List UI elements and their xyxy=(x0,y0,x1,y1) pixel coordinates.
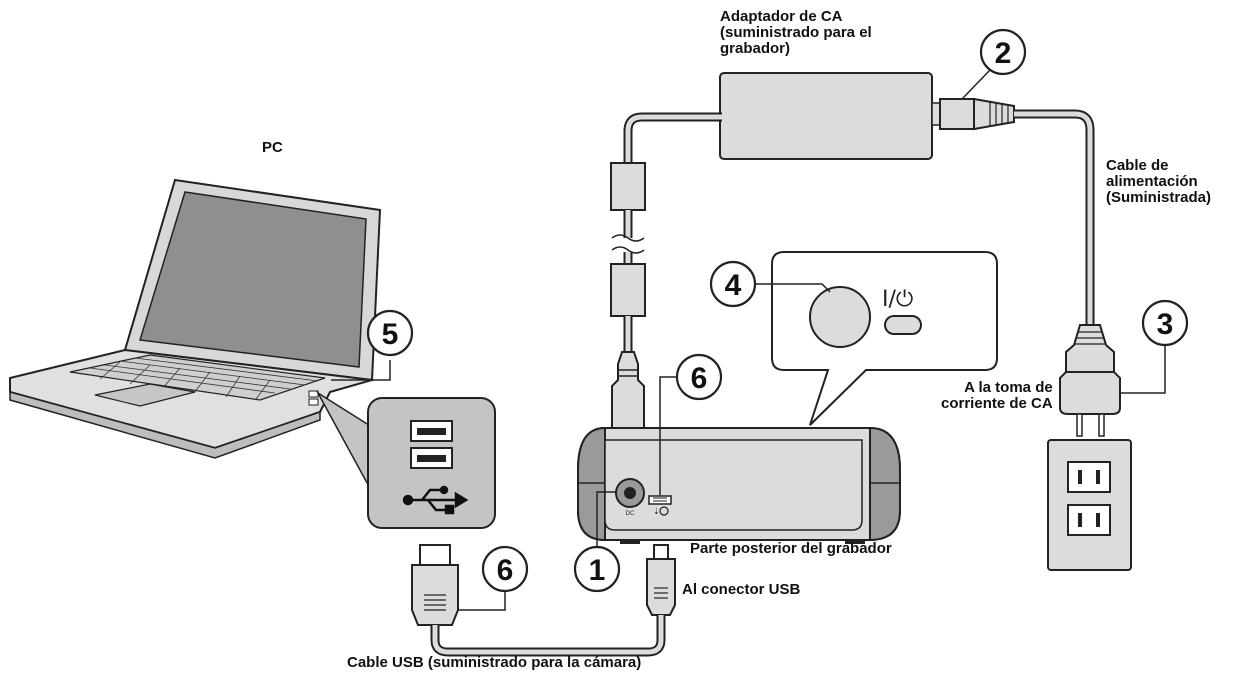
label-ac-adapter: Adaptador de CA (suministrado para el gr… xyxy=(720,9,872,57)
callout-6-top: 6 xyxy=(659,353,723,495)
zoom-wedge xyxy=(315,390,373,493)
label-ac-adapter-line-1: Adaptador de CA xyxy=(720,8,843,25)
label-outlet-line-2: corriente de CA xyxy=(941,395,1053,412)
label-power-cable-line-2: alimentación xyxy=(1106,173,1198,190)
usb-mini-icon: ⇣ xyxy=(653,507,660,516)
dc-cable xyxy=(610,112,722,465)
usb-cable xyxy=(411,544,676,657)
label-power-cable-line-3: (Suministrada) xyxy=(1106,189,1212,206)
callout-1: 1 xyxy=(573,491,621,593)
dc-port-label: DC xyxy=(626,511,635,517)
recorder: DC ⇣ xyxy=(577,426,901,544)
label-usb-connector: Al conector USB xyxy=(682,581,801,598)
label-pc: PC xyxy=(262,139,283,156)
callout-3-number: 3 xyxy=(1157,308,1174,341)
usb-icon xyxy=(402,485,469,515)
callout-5-number: 5 xyxy=(382,318,399,351)
label-outlet: A la toma de corriente de CA xyxy=(941,380,1053,412)
wall-outlet xyxy=(1047,439,1132,571)
callout-5: 5 xyxy=(331,309,414,381)
usb-port-panel xyxy=(367,397,496,529)
power-switch-icon: I/⏻ xyxy=(882,287,913,312)
ac-adapter xyxy=(719,72,933,160)
power-cable xyxy=(931,97,1121,437)
callout-2: 2 xyxy=(961,28,1027,100)
callout-6-top-number: 6 xyxy=(691,362,708,395)
label-usb-cable: Cable USB (suministrado para la cámara) xyxy=(347,654,642,671)
callout-4-number: 4 xyxy=(725,269,742,302)
label-power-cable-line-1: Cable de xyxy=(1106,157,1169,174)
callout-1-number: 1 xyxy=(589,554,606,587)
label-recorder-rear: Parte posterior del grabador xyxy=(690,540,892,557)
callout-3: 3 xyxy=(1120,299,1189,394)
label-outlet-line-1: A la toma de xyxy=(964,379,1053,396)
callout-6-bottom: 6 xyxy=(458,545,529,611)
label-power-cable: Cable de alimentación (Suministrada) xyxy=(1106,158,1211,206)
callout-6-bottom-number: 6 xyxy=(497,554,514,587)
label-ac-adapter-line-2: (suministrado para el xyxy=(720,24,872,41)
label-ac-adapter-line-3: grabador) xyxy=(720,40,791,57)
power-switch-zoom: I/⏻ xyxy=(771,251,998,426)
laptop xyxy=(9,178,382,459)
callout-2-number: 2 xyxy=(995,37,1012,70)
callout-4: 4 xyxy=(709,260,831,308)
